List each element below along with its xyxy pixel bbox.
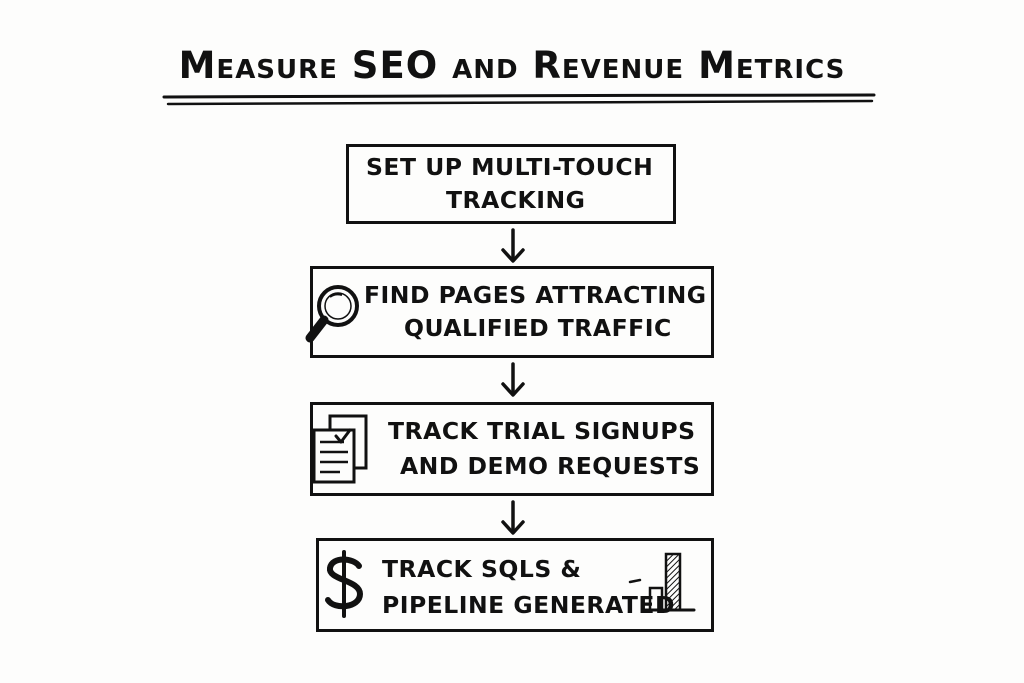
magnifying-glass-icon — [305, 285, 359, 343]
step-box-1 — [346, 144, 676, 224]
step-3-line-2: and demo requests — [400, 452, 701, 480]
arrow-down-icon — [501, 362, 525, 397]
step-2-line-2: qualified traffic — [404, 314, 672, 342]
step-box-2 — [310, 266, 714, 358]
step-4-line-1: Track SQLs & — [382, 555, 582, 583]
step-1-line-2: tracking — [446, 186, 586, 214]
documents-checklist-icon — [312, 414, 368, 484]
step-3-line-1: Track trial signups — [388, 417, 696, 445]
dollar-sign-icon — [325, 550, 364, 618]
title-underline — [162, 93, 876, 106]
step-1-line-1: Set up multi-touch — [366, 153, 654, 181]
bar-chart-icon — [628, 552, 696, 612]
step-box-4 — [316, 538, 714, 632]
arrow-down-icon — [501, 228, 525, 263]
step-4-line-2: pipeline generated — [382, 591, 675, 619]
arrow-down-icon — [501, 500, 525, 535]
step-box-3 — [310, 402, 714, 496]
diagram-title: Measure SEO and Revenue Metrics — [178, 44, 846, 87]
step-2-line-1: Find pages attracting — [364, 281, 707, 309]
